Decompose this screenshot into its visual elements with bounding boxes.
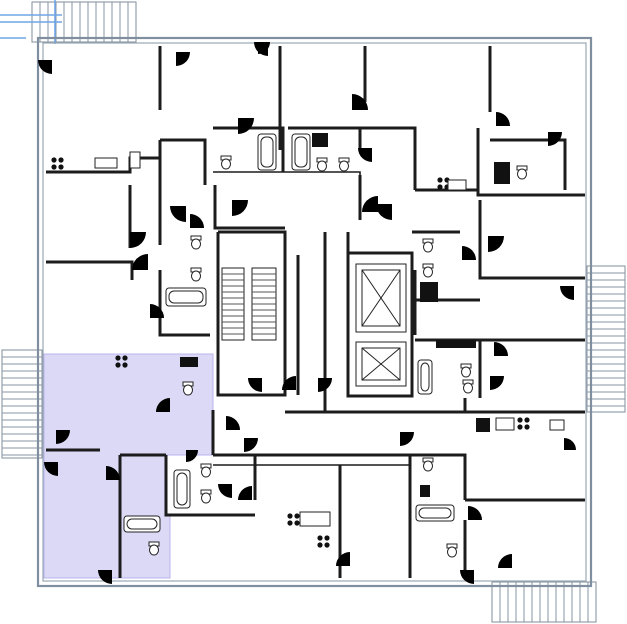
door-swing-icon[interactable] [176, 52, 190, 66]
door-swing-icon[interactable] [244, 438, 258, 452]
sink-icon [94, 157, 118, 169]
sink-icon [129, 151, 141, 169]
door-swing-icon[interactable] [362, 196, 378, 212]
top-left-marker [0, 0, 62, 44]
toilet-icon [516, 165, 528, 180]
bathtub-icon [257, 133, 277, 171]
toilet-icon [462, 379, 474, 394]
bathtub-icon [291, 133, 311, 171]
sink-icon [495, 417, 515, 431]
door-swing-icon[interactable] [132, 254, 148, 270]
door-swing-icon[interactable] [400, 432, 414, 446]
door-swing-icon[interactable] [336, 552, 350, 566]
toilet-icon [200, 489, 212, 504]
door-swing-icon[interactable] [462, 246, 476, 260]
door-swing-icon[interactable] [226, 416, 240, 430]
staircase-icon [221, 267, 277, 341]
door-swing-icon[interactable] [238, 486, 252, 500]
toilet-icon [220, 155, 232, 170]
bathtub-icon [123, 515, 161, 533]
door-swing-icon[interactable] [498, 554, 512, 568]
toilet-icon [190, 235, 202, 250]
balcony-right [586, 265, 626, 413]
toilet-icon [422, 238, 434, 253]
door-swing-icon[interactable] [496, 112, 510, 126]
toilet-icon [190, 267, 202, 282]
door-swing-icon[interactable] [238, 118, 254, 134]
door-swing-icon[interactable] [318, 378, 332, 392]
door-swing-icon[interactable] [494, 342, 508, 356]
balcony-left [1, 349, 43, 459]
bathtub-icon [417, 359, 433, 395]
bathtub-icon [415, 504, 455, 522]
toilet-icon [148, 541, 160, 556]
door-swing-icon[interactable] [106, 466, 120, 480]
toilet-icon [182, 381, 194, 396]
stove-icon [287, 513, 300, 526]
door-swing-icon[interactable] [150, 304, 164, 318]
door-swing-icon[interactable] [488, 236, 504, 252]
door-swing-icon[interactable] [282, 376, 296, 390]
toilet-icon [200, 463, 212, 478]
door-swing-icon[interactable] [490, 376, 504, 390]
stove-icon [51, 157, 64, 170]
door-swing-icon[interactable] [98, 570, 112, 584]
sink-icon [299, 511, 331, 527]
toilet-icon [422, 457, 434, 472]
door-swing-icon[interactable] [56, 430, 70, 444]
shower-icon [180, 133, 510, 497]
stove-icon [517, 417, 530, 430]
elevator-icon [355, 263, 407, 387]
door-swing-icon[interactable] [548, 132, 562, 146]
door-swing-icon[interactable] [352, 94, 368, 110]
door-swing-icon[interactable] [38, 60, 52, 74]
door-swing-icon[interactable] [190, 214, 204, 228]
door-swing-icon[interactable] [130, 232, 146, 248]
toilet-icon [338, 157, 350, 172]
sink-icon [447, 179, 467, 191]
door-swing-icon[interactable] [248, 378, 262, 392]
door-swing-icon[interactable] [156, 398, 170, 412]
stove-icon [115, 355, 128, 368]
door-swing-icon[interactable] [232, 200, 248, 216]
door-swing-icon[interactable] [358, 148, 372, 162]
door-swing-icon[interactable] [560, 286, 574, 300]
sink-icon [549, 419, 565, 431]
toilet-icon [316, 157, 328, 172]
door-swing-icon[interactable] [44, 462, 58, 476]
toilet-icon [460, 363, 472, 378]
door-swing-icon[interactable] [218, 484, 232, 498]
balcony-top-left [31, 1, 137, 43]
door-swing-icon[interactable] [460, 570, 474, 584]
bathtub-icon [165, 287, 207, 307]
building-outline [36, 36, 593, 588]
toilet-icon [422, 263, 434, 278]
door-swing-icon[interactable] [564, 438, 576, 450]
toilet-icon [446, 543, 458, 558]
bathtub-icon [173, 469, 191, 509]
door-swing-icon[interactable] [170, 206, 186, 222]
door-swing-icon[interactable] [468, 506, 482, 520]
stove-icon [317, 535, 330, 548]
door-swing-icon[interactable] [258, 42, 270, 54]
door-swing-icon[interactable] [186, 450, 198, 462]
door-swing-icon[interactable] [376, 204, 392, 220]
balcony-bottom-right [491, 581, 597, 623]
